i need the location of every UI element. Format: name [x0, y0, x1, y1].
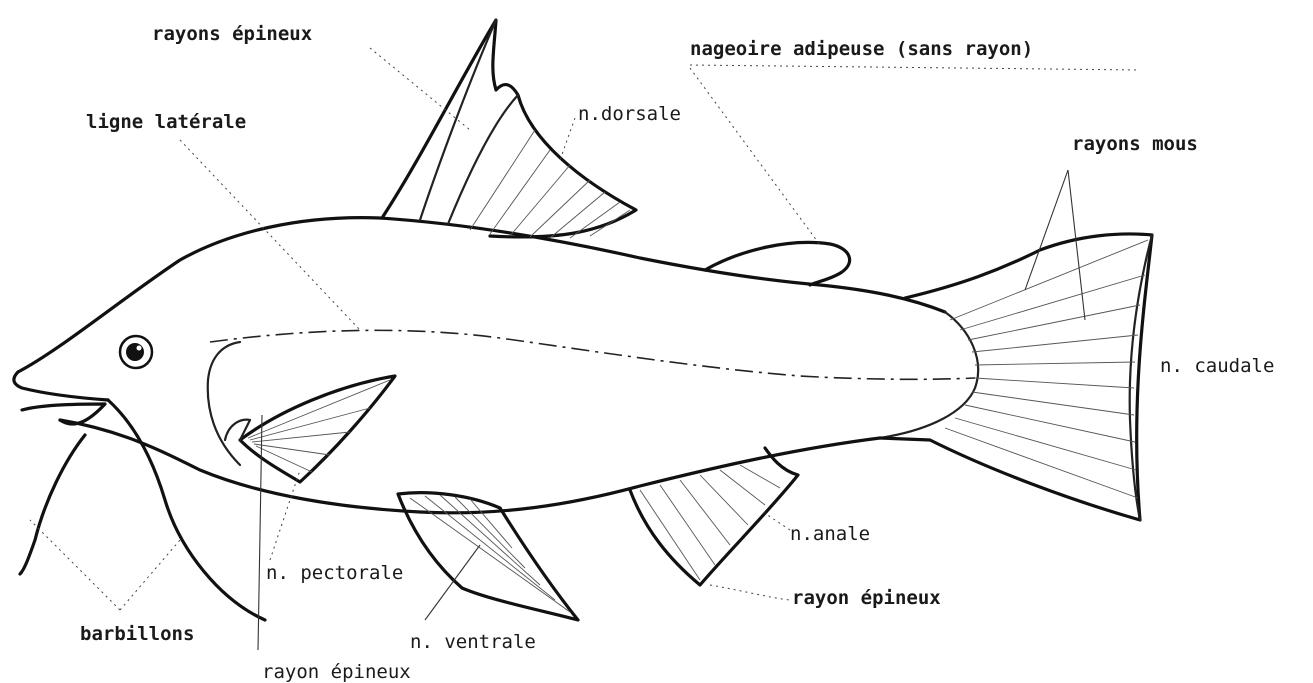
leader-barbillons-1	[30, 520, 120, 610]
label-n-ventrale: n. ventrale	[410, 631, 536, 653]
caudal-peduncle-bulge	[880, 312, 978, 438]
label-n-anale: n.anale	[790, 523, 870, 545]
leader-n-pectorale	[270, 470, 300, 560]
pectoral-fin-rays	[248, 380, 390, 472]
eye-pupil	[126, 343, 144, 361]
leader-ligne-laterale	[180, 140, 360, 330]
barbel-upper	[108, 400, 265, 620]
dorsal-spine	[420, 20, 496, 220]
leader-barbillons-2	[120, 540, 180, 610]
barbel-lower	[20, 435, 85, 574]
label-nageoire-adipeuse: nageoire adipeuse (sans rayon)	[690, 38, 1033, 60]
leader-n-anale	[760, 510, 790, 530]
dorsal-fin-outline	[382, 20, 636, 237]
leader-n-dorsale	[560, 118, 575, 160]
fish-body	[14, 218, 978, 513]
adipose-fin	[705, 242, 850, 285]
eye	[120, 336, 152, 368]
leader-rayons-mous-1	[1025, 170, 1068, 290]
mouth-line	[14, 372, 108, 400]
pectoral-fin	[225, 376, 395, 482]
leader-adipose-underline	[690, 65, 1140, 70]
label-rayons-mous: rayons mous	[1072, 133, 1198, 155]
label-rayons-epineux-top: rayons épineux	[152, 23, 312, 45]
label-n-caudale: n. caudale	[1160, 355, 1274, 377]
label-ligne-laterale: ligne latérale	[86, 111, 246, 133]
leader-rayon-epineux-anal	[710, 585, 790, 600]
dorsal-fin	[382, 20, 636, 238]
pectoral-fin-outline	[240, 376, 395, 482]
label-n-dorsale: n.dorsale	[578, 103, 681, 125]
label-n-pectorale: n. pectorale	[266, 562, 403, 584]
caudal-fin	[880, 234, 1152, 520]
gill-cover	[208, 342, 240, 465]
label-rayon-epineux-bottom: rayon épineux	[262, 661, 411, 683]
eye-highlight	[137, 346, 142, 351]
lower-jaw	[22, 404, 105, 424]
lateral-line	[210, 330, 975, 379]
body-upper-outline	[18, 218, 945, 372]
leader-rayon-epineux-bottom	[258, 415, 262, 650]
leader-adipose	[690, 68, 820, 245]
caudal-fin-outline	[880, 234, 1152, 520]
label-barbillons: barbillons	[80, 623, 194, 645]
label-rayon-epineux-anal: rayon épineux	[792, 587, 941, 609]
